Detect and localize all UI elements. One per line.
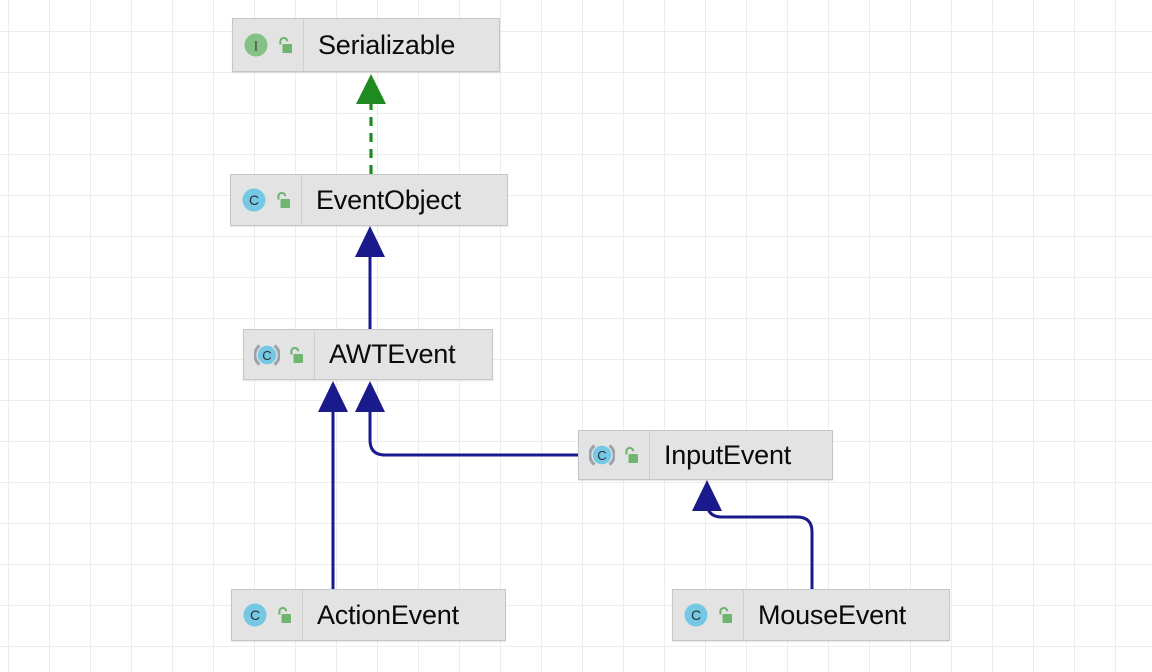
unlocked-padlock-icon [277, 191, 290, 208]
generalization-arrowhead [355, 381, 385, 412]
svg-text:C: C [691, 607, 701, 623]
node-awtevent[interactable]: C AWTEvent [243, 329, 493, 380]
svg-text:C: C [597, 448, 606, 463]
node-icon-cell: C [673, 590, 744, 640]
abstract-class-icon: C [589, 444, 615, 466]
generalization-arrowhead [318, 381, 348, 412]
node-serializable[interactable]: I Serializable [232, 18, 500, 72]
node-eventobject[interactable]: C EventObject [230, 174, 508, 226]
svg-text:C: C [250, 607, 260, 623]
node-mouseevent[interactable]: C MouseEvent [672, 589, 950, 641]
unlocked-padlock-icon [625, 446, 638, 463]
edge-awtevent-extends-eventobject[interactable] [355, 226, 385, 329]
generalization-line [705, 501, 814, 589]
node-icon-cell: C [232, 590, 303, 640]
unlocked-padlock-icon [278, 606, 291, 623]
abstract-class-icon: C [254, 343, 280, 366]
node-icon-cell: C [579, 431, 650, 479]
node-inputevent[interactable]: C InputEvent [578, 430, 833, 480]
class-icon: C [242, 188, 266, 212]
node-icon-cell: C [244, 330, 315, 379]
edge-eventobject-implements-serializable[interactable] [356, 74, 386, 174]
generalization-line [368, 410, 578, 457]
class-icon: C [243, 603, 267, 627]
generalization-arrowhead [692, 480, 722, 511]
node-label: EventObject [316, 184, 461, 215]
node-actionevent[interactable]: C ActionEvent [231, 589, 506, 641]
edge-mouseevent-extends-inputevent[interactable] [692, 480, 814, 589]
svg-text:C: C [249, 192, 259, 208]
node-icon-cell: C [231, 175, 302, 225]
realization-arrowhead [356, 74, 386, 104]
svg-text:C: C [262, 348, 271, 363]
unlocked-padlock-icon [279, 36, 292, 53]
generalization-arrowhead [355, 226, 385, 257]
node-label: InputEvent [664, 439, 792, 470]
unlocked-padlock-icon [719, 606, 732, 623]
svg-text:I: I [254, 40, 259, 55]
node-label: Serializable [318, 29, 456, 60]
node-label: ActionEvent [317, 599, 459, 630]
node-label: MouseEvent [758, 599, 907, 630]
class-icon: C [684, 603, 708, 627]
unlocked-padlock-icon [290, 346, 303, 363]
node-label: AWTEvent [329, 339, 456, 369]
interface-icon: I [244, 33, 268, 57]
node-icon-cell: I [233, 19, 304, 71]
edge-inputevent-extends-awtevent[interactable] [355, 381, 578, 457]
edge-actionevent-extends-awtevent[interactable] [318, 381, 348, 589]
